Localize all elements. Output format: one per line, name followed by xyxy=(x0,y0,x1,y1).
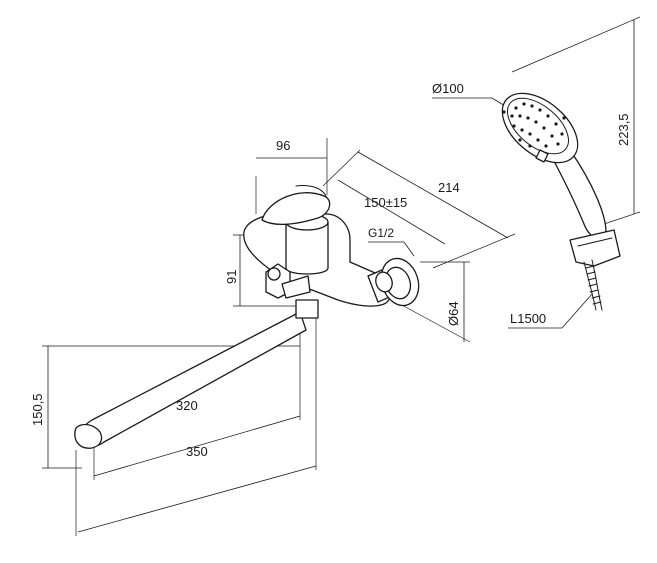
spray-holes xyxy=(502,102,566,148)
label-96: 96 xyxy=(276,138,290,153)
hose-rings xyxy=(585,265,602,305)
dim-214 xyxy=(357,151,509,239)
faucet xyxy=(74,185,420,449)
shower-handle xyxy=(547,149,607,240)
connector-nut xyxy=(375,271,393,293)
dim-350 xyxy=(77,465,317,533)
wall-holder xyxy=(569,229,621,267)
label-150-15: 150±15 xyxy=(364,195,407,210)
ext-214-bottom xyxy=(432,233,516,269)
dimension-labels: 96 214 150±15 G1/2 91 Ø64 150,5 320 350 … xyxy=(30,81,631,459)
label-150-5: 150,5 xyxy=(30,393,45,426)
label-223-5: 223,5 xyxy=(616,113,631,146)
lever-handle xyxy=(261,192,331,226)
spout-joint xyxy=(295,299,319,319)
diverter-cap xyxy=(267,267,281,281)
label-320: 320 xyxy=(176,398,198,413)
mode-selector xyxy=(535,149,549,163)
spout-tip xyxy=(74,423,103,449)
holder-edge xyxy=(577,237,613,247)
diverter-stem xyxy=(281,275,311,299)
hand-shower xyxy=(501,92,621,311)
dim-320 xyxy=(93,415,301,477)
ext-214-top xyxy=(322,149,361,187)
cartridge xyxy=(285,221,329,275)
lever-edge xyxy=(295,185,327,197)
dim-l1500-arrow xyxy=(561,293,593,329)
shower-face xyxy=(507,97,569,155)
label-g12: G1/2 xyxy=(368,226,394,240)
ext-64-bottom xyxy=(399,303,471,343)
dim-g12-arrow xyxy=(403,241,415,257)
label-100: Ø100 xyxy=(432,81,464,96)
label-64: Ø64 xyxy=(446,301,461,326)
spout-arm xyxy=(79,311,307,448)
label-350: 350 xyxy=(186,444,208,459)
label-l1500: L1500 xyxy=(510,311,546,326)
ext-223-top xyxy=(511,16,641,73)
label-214: 214 xyxy=(438,180,460,195)
label-91: 91 xyxy=(224,270,239,284)
dimension-lines xyxy=(42,16,641,536)
dim-150 xyxy=(337,179,446,245)
